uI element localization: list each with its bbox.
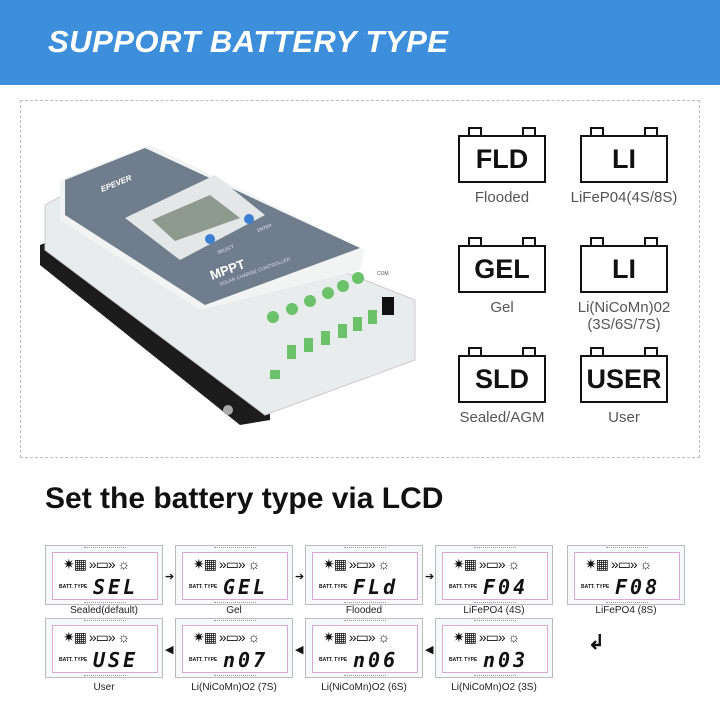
battery-terminal-icon <box>644 127 658 136</box>
lcd-panel: ✷▦ »▭» ☼ BATT. TYPE GEL <box>175 545 293 605</box>
lcd-code: USE <box>93 648 139 672</box>
batt-type-label: BATT. TYPE <box>189 657 218 663</box>
lcd-panel-label: Li(NiCoMn)O2 (6S) <box>321 682 407 693</box>
batt-type-label: BATT. TYPE <box>319 584 348 590</box>
product-frame <box>20 100 700 458</box>
solar-battery-load-icons: ✷▦ »▭» ☼ <box>63 629 130 645</box>
battery-terminal-icon <box>468 127 482 136</box>
solar-battery-load-icons: ✷▦ »▭» ☼ <box>585 556 652 572</box>
lcd-panel-label: LiFePO4 (4S) <box>463 605 525 616</box>
lcd-panel: ✷▦ »▭» ☼ BATT. TYPE n07 <box>175 618 293 678</box>
battery-terminal-icon <box>644 237 658 246</box>
lcd-panel: ✷▦ »▭» ☼ BATT. TYPE n06 <box>305 618 423 678</box>
battery-terminal-icon <box>522 127 536 136</box>
battery-icon: USER <box>580 355 668 403</box>
battery-terminal-icon <box>522 347 536 356</box>
com-port <box>382 297 394 315</box>
battery-code: USER <box>586 363 662 394</box>
battery-code: GEL <box>474 253 530 284</box>
batt-type-label: BATT. TYPE <box>59 584 88 590</box>
lcd-code: F08 <box>615 575 661 599</box>
battery-code: LI <box>612 143 636 174</box>
lcd-code: SEL <box>93 575 139 599</box>
lcd-panel: ✷▦ »▭» ☼ BATT. TYPE FLd <box>305 545 423 605</box>
battery-label: User <box>608 409 640 426</box>
battery-icon: FLD <box>458 135 546 183</box>
batt-type-label: BATT. TYPE <box>449 657 478 663</box>
lcd-panel-label: User <box>93 682 115 693</box>
lcd-code: F04 <box>483 575 529 599</box>
battery-terminal-icon <box>468 347 482 356</box>
solar-battery-load-icons: ✷▦ »▭» ☼ <box>193 556 260 572</box>
arrow-right-icon: ➔ <box>165 571 175 583</box>
lcd-panel-label: LiFePO4 (8S) <box>595 605 657 616</box>
batt-type-label: BATT. TYPE <box>449 584 478 590</box>
lcd-panel-label: Gel <box>226 605 242 616</box>
solar-battery-load-icons: ✷▦ »▭» ☼ <box>323 556 390 572</box>
lcd-panel-label: Li(NiCoMn)O2 (7S) <box>191 682 277 693</box>
battery-icon: LI <box>580 135 668 183</box>
batt-type-label: BATT. TYPE <box>319 657 348 663</box>
lcd-panel: ✷▦ »▭» ☼ BATT. TYPE SEL <box>45 545 163 605</box>
arrow-right-icon: ➔ <box>295 571 305 583</box>
arrow-left-icon: ◀ <box>425 644 434 656</box>
lcd-panel: ✷▦ »▭» ☼ BATT. TYPE n03 <box>435 618 553 678</box>
battery-code: FLD <box>475 143 529 174</box>
header-banner: SUPPORT BATTERY TYPE <box>0 0 720 85</box>
lcd-code: GEL <box>223 575 269 599</box>
batt-type-label: BATT. TYPE <box>581 584 610 590</box>
lcd-code: n07 <box>223 648 269 672</box>
battery-code: SLD <box>475 363 529 394</box>
solar-battery-load-icons: ✷▦ »▭» ☼ <box>453 556 520 572</box>
lcd-panel-label: Sealed(default) <box>70 605 138 616</box>
com-label: COM <box>377 271 389 277</box>
lcd-code: FLd <box>353 575 399 599</box>
battery-terminal-icon <box>590 237 604 246</box>
charge-controller-image: SELECT ENTER EPEVER MPPT SOLAR CHARGE CO… <box>40 145 416 425</box>
solar-battery-load-icons: ✷▦ »▭» ☼ <box>63 556 130 572</box>
lcd-panel: ✷▦ »▭» ☼ BATT. TYPE USE <box>45 618 163 678</box>
lcd-section-title: Set the battery type via LCD <box>45 482 444 515</box>
lcd-panel: ✷▦ »▭» ☼ BATT. TYPE F08 <box>567 545 685 605</box>
battery-icon: SLD <box>458 355 546 403</box>
terminal-screws <box>267 272 377 379</box>
arrow-left-icon: ◀ <box>295 644 304 656</box>
battery-label: Gel <box>490 299 514 316</box>
batt-type-label: BATT. TYPE <box>59 657 88 663</box>
enter-button[interactable] <box>244 214 254 224</box>
battery-label: LiFeP04(4S/8S) <box>570 189 678 206</box>
arrow-right-icon: ➔ <box>425 571 435 583</box>
solar-battery-load-icons: ✷▦ »▭» ☼ <box>453 629 520 645</box>
battery-terminal-icon <box>644 347 658 356</box>
arrow-left-icon: ◀ <box>165 644 174 656</box>
ground-screw <box>223 405 233 415</box>
battery-terminal-icon <box>590 127 604 136</box>
battery-label: Sealed/AGM <box>459 409 545 426</box>
lcd-screen <box>152 195 240 241</box>
solar-battery-load-icons: ✷▦ »▭» ☼ <box>323 629 390 645</box>
battery-icon: LI <box>580 245 668 293</box>
battery-code: LI <box>612 253 636 284</box>
battery-terminal-icon <box>522 237 536 246</box>
battery-label: Flooded <box>474 189 530 206</box>
battery-terminal-icon <box>468 237 482 246</box>
enter-button-label: ENTER <box>257 222 274 233</box>
battery-terminal-icon <box>590 347 604 356</box>
select-button-label: SELECT <box>217 244 235 255</box>
lcd-panel-label: Flooded <box>345 605 383 616</box>
battery-icon: GEL <box>458 245 546 293</box>
return-arrow-icon: ↲ <box>588 632 605 654</box>
lcd-panel-label: Li(NiCoMn)O2 (3S) <box>451 682 537 693</box>
battery-label: Li(NiCoMn)02 (3S/6S/7S) <box>577 299 671 333</box>
lcd-code: n03 <box>483 648 529 672</box>
solar-battery-load-icons: ✷▦ »▭» ☼ <box>193 629 260 645</box>
batt-type-label: BATT. TYPE <box>189 584 218 590</box>
header-title: SUPPORT BATTERY TYPE <box>48 24 449 59</box>
lcd-code: n06 <box>353 648 399 672</box>
select-button[interactable] <box>205 234 215 244</box>
lcd-panel: ✷▦ »▭» ☼ BATT. TYPE F04 <box>435 545 553 605</box>
